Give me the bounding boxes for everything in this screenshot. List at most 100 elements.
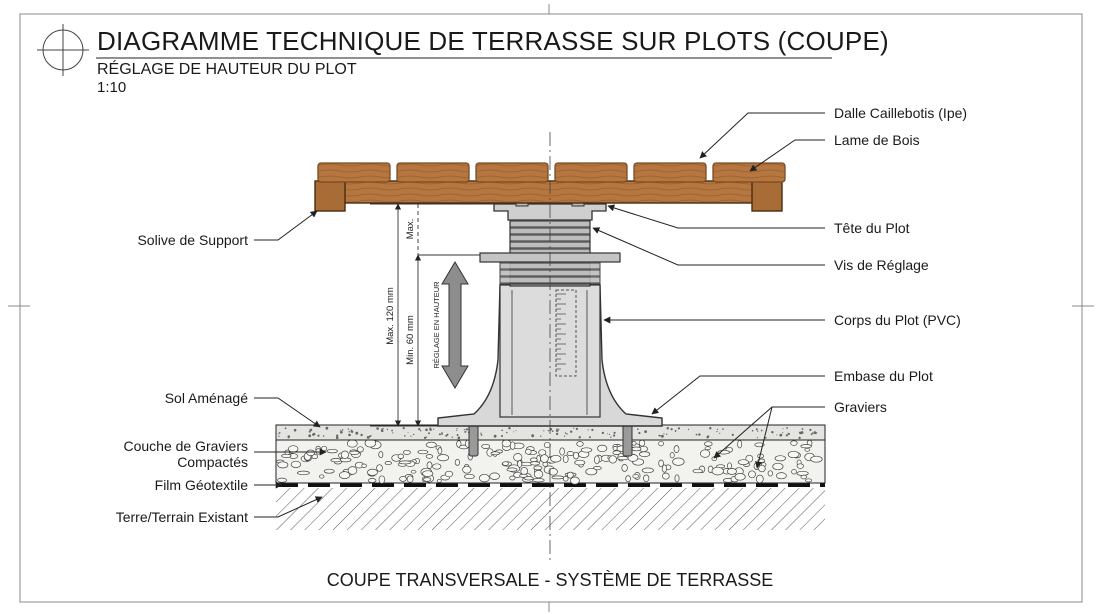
surface-grit-dot xyxy=(404,435,406,437)
surface-grit-dot xyxy=(716,431,718,433)
surface-grit-dot xyxy=(428,432,430,435)
gravel-stone xyxy=(774,455,786,462)
gravel-stone xyxy=(574,459,586,466)
surface-grit-dot xyxy=(277,433,280,435)
label-couche-1: Couche de Graviers xyxy=(123,438,248,454)
surface-grit-dot xyxy=(383,427,385,429)
surface-grit-dot xyxy=(278,432,281,434)
surface-grit-dot xyxy=(391,429,393,432)
surface-grit-dot xyxy=(340,429,342,431)
surface-grit-dot xyxy=(293,428,297,432)
gravel-stone xyxy=(617,456,629,461)
surface-grit xyxy=(277,426,818,440)
page-title: DIAGRAMME TECHNIQUE DE TERRASSE SUR PLOT… xyxy=(97,26,889,56)
surface-grit-dot xyxy=(441,433,443,435)
gravel-stone xyxy=(692,468,703,474)
surface-grit-dot xyxy=(464,430,467,433)
label-solive: Solive de Support xyxy=(137,232,248,248)
surface-grit-dot xyxy=(755,428,758,431)
gravel-stone xyxy=(502,461,509,466)
surface-grit-dot xyxy=(308,430,311,433)
gravel-stone xyxy=(525,448,532,455)
surface-grit-dot xyxy=(423,436,427,439)
gravel-stone xyxy=(277,461,289,469)
deck-board-grain xyxy=(555,163,627,182)
drawing-scale: 1:10 xyxy=(97,79,127,96)
surface-grit-dot xyxy=(663,433,665,435)
surface-grit-dot xyxy=(348,431,351,433)
gravel-stone xyxy=(384,461,392,466)
surface-grit-dot xyxy=(543,430,545,432)
gravel-stone xyxy=(594,455,600,465)
gravel-stone xyxy=(776,472,787,480)
joist-end-left xyxy=(314,180,346,212)
gravel-stone xyxy=(529,461,541,466)
gravel-stone xyxy=(347,466,358,475)
gravel-stone xyxy=(361,463,367,468)
surface-grit-dot xyxy=(540,435,542,437)
surface-grit-dot xyxy=(810,433,813,436)
surface-grit-dot xyxy=(731,433,734,436)
surface-grit-dot xyxy=(350,429,353,432)
gravel-stone xyxy=(406,475,414,483)
surface-grit-dot xyxy=(419,430,422,432)
surface-grit-dot xyxy=(698,433,701,436)
dimension-lines xyxy=(370,203,500,427)
gravel-stone xyxy=(804,447,811,452)
gravel-stone xyxy=(767,470,773,477)
surface-grit-dot xyxy=(573,427,575,429)
label-couche-2: Compactés xyxy=(177,454,248,470)
surface-grit-dot xyxy=(456,429,458,431)
surface-grit-dot xyxy=(798,436,801,440)
surface-grit-dot xyxy=(386,428,389,431)
gravel-stone xyxy=(501,439,512,448)
surface-grit-dot xyxy=(787,432,790,436)
gravel-stone xyxy=(734,473,746,481)
gravel-stone xyxy=(737,440,743,449)
deck-board-grain xyxy=(634,163,706,182)
gravel-stone xyxy=(562,476,569,482)
gravel-stone xyxy=(805,478,813,483)
gravel-stone xyxy=(638,439,646,447)
surface-grit-dot xyxy=(667,428,669,430)
surface-grit-dot xyxy=(547,430,550,432)
gravel-stone xyxy=(711,466,724,476)
gravel-stone xyxy=(632,473,639,479)
surface-grit-dot xyxy=(284,427,287,430)
surface-grit-dot xyxy=(347,428,350,430)
surface-grit-dot xyxy=(515,430,517,432)
gravel-stone xyxy=(658,459,664,468)
gravel-stone xyxy=(422,470,434,477)
surface-grit-dot xyxy=(493,434,497,438)
surface-grit-dot xyxy=(558,428,560,430)
gravel-stone xyxy=(368,478,377,483)
label-sol: Sol Aménagé xyxy=(164,390,248,406)
surface-grit-dot xyxy=(325,426,329,430)
surface-grit-dot xyxy=(591,428,594,431)
label-corps: Corps du Plot (PVC) xyxy=(834,312,961,328)
joist-end-right xyxy=(751,180,783,212)
gravel-stone xyxy=(378,475,386,484)
gravel-stone xyxy=(787,450,800,459)
surface-grit-dot xyxy=(456,434,459,436)
label-lame: Lame de Bois xyxy=(834,132,920,148)
surface-grit-dot xyxy=(380,429,384,433)
surface-grit-dot xyxy=(456,427,458,430)
surface-grit-dot xyxy=(322,435,325,437)
surface-grit-dot xyxy=(463,429,465,431)
gravel-stone xyxy=(454,459,461,466)
surface-grit-dot xyxy=(465,428,468,431)
gravel-stone xyxy=(540,454,549,463)
gravel-stone xyxy=(755,474,764,484)
surface-grit-dot xyxy=(312,433,315,436)
surface-grit-dot xyxy=(451,436,453,438)
surface-grit-dot xyxy=(370,435,372,437)
surface-grit-dot xyxy=(785,434,788,436)
gravel-stone xyxy=(612,450,621,455)
surface-grit-dot xyxy=(425,428,428,432)
surface-grit-dot xyxy=(508,427,511,430)
surface-grit-dot xyxy=(587,429,589,431)
surface-grit-dot xyxy=(446,433,449,436)
gravel-stone xyxy=(506,467,518,472)
surface-grit-dot xyxy=(480,434,483,436)
